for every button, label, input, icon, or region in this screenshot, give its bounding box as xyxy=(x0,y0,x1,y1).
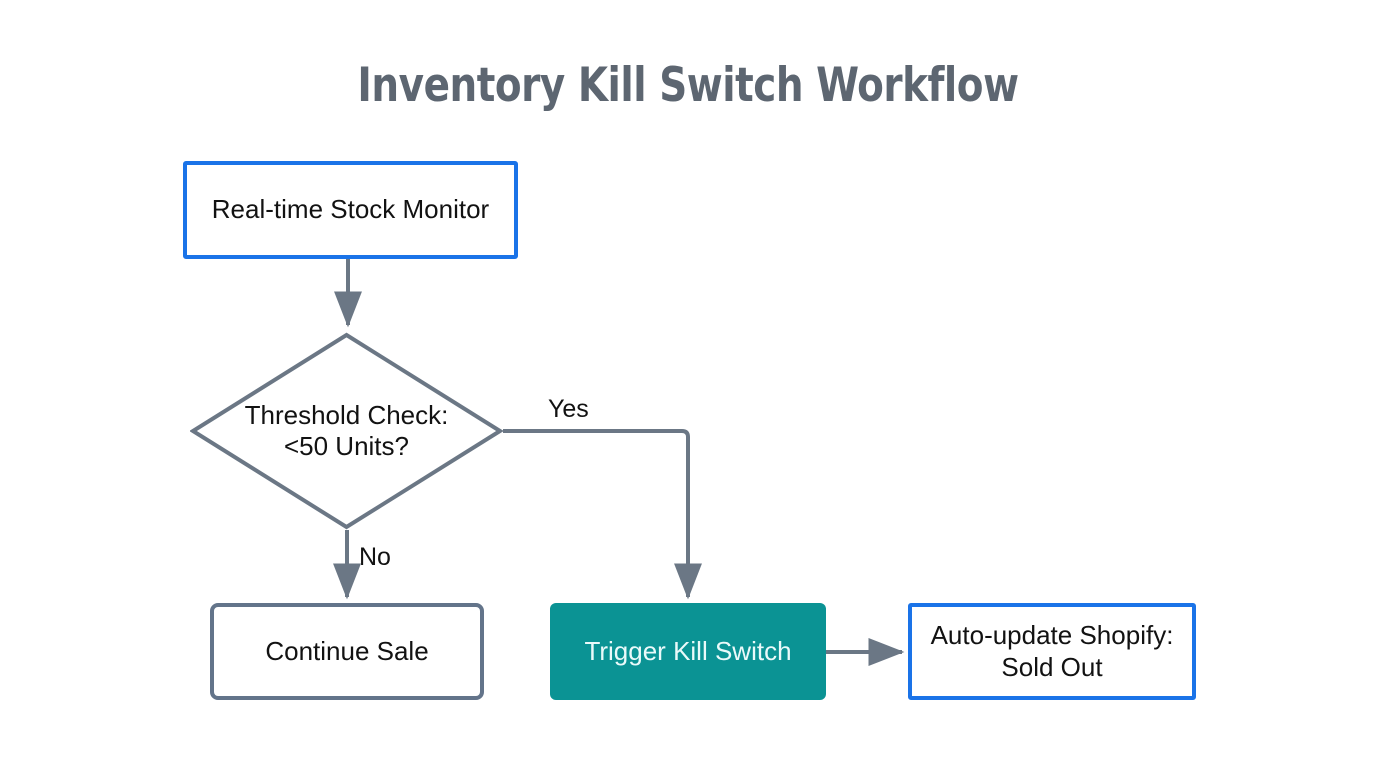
node-label-threshold-check: Threshold Check: <50 Units? xyxy=(244,400,449,461)
node-real-time-stock-monitor[interactable]: Real-time Stock Monitor xyxy=(183,161,518,259)
node-threshold-check[interactable]: Threshold Check: <50 Units? xyxy=(190,332,503,530)
node-label-continue-sale: Continue Sale xyxy=(265,635,429,666)
node-label-trigger-kill-switch: Trigger Kill Switch xyxy=(584,635,792,666)
node-trigger-kill-switch[interactable]: Trigger Kill Switch xyxy=(550,603,826,700)
node-label-real-time-stock-monitor: Real-time Stock Monitor xyxy=(211,194,490,225)
diamond-shape xyxy=(190,332,503,530)
edge-label-yes: Yes xyxy=(548,395,589,423)
page-title: Inventory Kill Switch Workflow xyxy=(357,58,1019,113)
edge-label-no: No xyxy=(359,543,391,571)
node-auto-update-shopify[interactable]: Auto-update Shopify: Sold Out xyxy=(908,603,1196,700)
edge-threshold-yes-to-killswitch xyxy=(503,429,702,600)
node-label-auto-update-shopify: Auto-update Shopify: Sold Out xyxy=(930,619,1174,682)
node-continue-sale[interactable]: Continue Sale xyxy=(210,603,484,700)
